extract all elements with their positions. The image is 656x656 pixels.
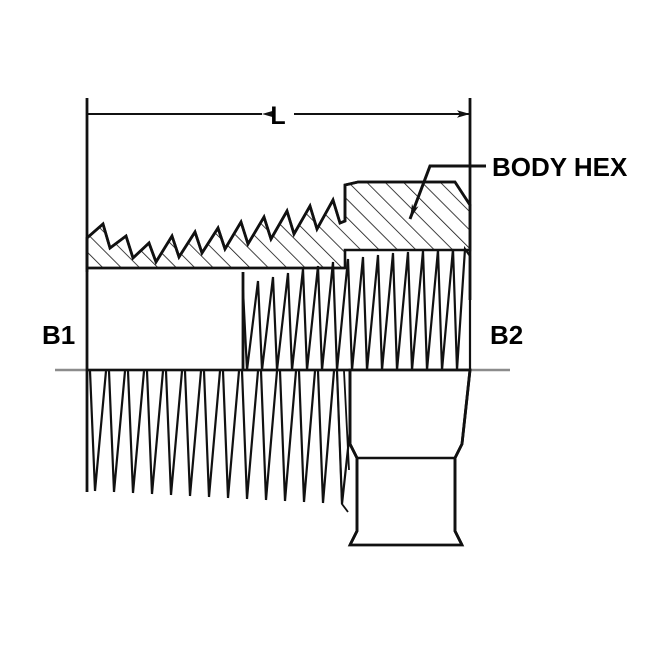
thread-runout-lines bbox=[336, 370, 350, 513]
dimension-label-l: L bbox=[270, 102, 285, 130]
body-hex-leader-line bbox=[408, 164, 486, 220]
body-hex-callout: BODY HEX bbox=[408, 152, 628, 220]
female-thread-profile bbox=[241, 245, 472, 371]
thread-size-b2-label: B2 bbox=[490, 320, 523, 350]
female-thread-teeth bbox=[241, 245, 472, 371]
body-hex-callout-label: BODY HEX bbox=[492, 152, 628, 182]
hex-body-outline bbox=[347, 368, 472, 547]
thread-size-b1-label: B1 bbox=[42, 320, 75, 350]
lower-male-thread-profile bbox=[87, 368, 352, 505]
overall-length-dimension: L bbox=[85, 98, 472, 300]
upper-section-outline bbox=[85, 180, 472, 270]
hex-right-flank bbox=[453, 369, 472, 546]
lower-thread-teeth bbox=[88, 370, 352, 505]
hex-left-flank bbox=[348, 370, 359, 546]
